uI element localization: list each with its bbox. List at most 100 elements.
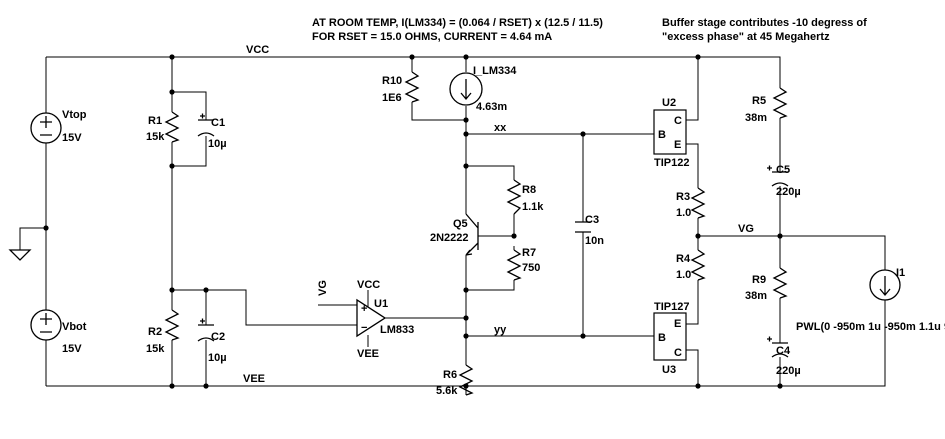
junction — [463, 163, 469, 169]
r6-resistor: R6 5.6k — [436, 364, 474, 397]
u3-pin-c: C — [674, 347, 682, 359]
r10-value: 1E6 — [382, 92, 402, 104]
wires — [19, 56, 886, 395]
u1-value: LM833 — [380, 324, 414, 336]
junction — [409, 54, 415, 60]
u1-name: U1 — [374, 298, 388, 310]
net-label-u1-vcc: VCC — [357, 279, 380, 291]
svg-text:+: + — [361, 303, 367, 315]
junction — [203, 287, 209, 293]
divider-wires — [171, 57, 207, 386]
r2-value: 15k — [146, 343, 165, 355]
r9-value: 38m — [745, 290, 767, 302]
r4-value: 1.0 — [676, 269, 691, 281]
junction — [463, 287, 469, 293]
c2-name: C2 — [211, 331, 225, 343]
junction — [463, 131, 469, 137]
vtop-source: Vtop 15V — [30, 109, 87, 144]
r9-resistor: R9 38m — [745, 267, 788, 302]
r7-value: 750 — [522, 262, 540, 274]
r3-value: 1.0 — [676, 207, 691, 219]
net-labels: VCC VEE xx yy VG VG VCC VEE — [243, 44, 754, 385]
junctions — [43, 54, 783, 389]
r5-value: 38m — [745, 112, 767, 124]
junction — [169, 54, 175, 60]
junction — [695, 233, 701, 239]
i1-name: I1 — [896, 267, 905, 279]
lm334-current-source: I_LM334 4.63m — [449, 65, 517, 113]
junction — [695, 383, 701, 389]
u1-input-wire — [206, 289, 357, 326]
net-label-vee: VEE — [243, 373, 265, 385]
junction — [777, 233, 783, 239]
r2-resistor: R2 15k — [146, 309, 180, 355]
c3-capacitor: C3 10n — [575, 214, 604, 247]
lm334-formula-note: AT ROOM TEMP, I(LM334) = (0.064 / RSET) … — [312, 17, 603, 29]
r2-name: R2 — [148, 326, 162, 338]
r1-name: R1 — [148, 115, 162, 127]
r1-value: 15k — [146, 131, 165, 143]
lm334-value: 4.63m — [476, 101, 507, 113]
net-label-vg: VG — [738, 223, 754, 235]
r7-resistor: R7 750 — [506, 247, 540, 281]
net-label-vcc: VCC — [246, 44, 269, 56]
u3-transistor: B E C TIP127 U3 — [653, 301, 689, 376]
vtop-value: 15V — [62, 132, 82, 144]
c1-capacitor: C1 10µ — [197, 113, 227, 150]
r10-resistor: R10 1E6 — [382, 71, 420, 104]
c2-value: 10µ — [208, 352, 227, 364]
junction — [463, 315, 469, 321]
r5-resistor: R5 38m — [745, 87, 788, 124]
u2-pin-b: B — [658, 129, 666, 141]
q5-wires — [465, 166, 514, 237]
lm334-name: I_LM334 — [473, 65, 517, 77]
junction — [463, 333, 469, 339]
vbot-value: 15V — [62, 343, 82, 355]
u2-pin-c: C — [674, 115, 682, 127]
r8-value: 1.1k — [522, 201, 544, 213]
buffer-phase-note-2: "excess phase" at 45 Megahertz — [662, 31, 830, 43]
r4-name: R4 — [676, 253, 691, 265]
c1-name: C1 — [211, 117, 225, 129]
r7-name: R7 — [522, 247, 536, 259]
u2-collector-wire — [686, 57, 699, 121]
u1-opamp: + − U1 LM833 — [356, 298, 414, 338]
u2-emitter-to-r3 — [686, 143, 699, 188]
vcc-rail — [46, 56, 781, 88]
r6-name: R6 — [443, 369, 457, 381]
ground-symbol — [8, 249, 32, 261]
c1-value: 10µ — [208, 138, 227, 150]
gnd-bus — [19, 57, 47, 386]
junction — [463, 117, 469, 123]
u3-name: U3 — [662, 364, 676, 376]
vbot-source: Vbot 15V — [30, 309, 87, 355]
junction — [169, 89, 175, 95]
u2-pin-e: E — [674, 139, 681, 151]
r4-resistor: R4 1.0 — [676, 249, 706, 281]
r10-name: R10 — [382, 75, 402, 87]
u3-collector-wire — [686, 349, 699, 386]
junction — [169, 287, 175, 293]
u3-pin-b: B — [658, 332, 666, 344]
r6-value: 5.6k — [436, 385, 458, 397]
c4-value: 220µ — [776, 365, 801, 377]
junction — [695, 54, 701, 60]
junction — [511, 233, 517, 239]
vbot-name: Vbot — [62, 321, 87, 333]
junction — [203, 383, 209, 389]
i1-current-source: I1 PWL(0 -950m 1u -950m 1.1u 95 — [796, 267, 945, 333]
c4-capacitor: C4 220µ — [767, 336, 801, 377]
r1-resistor: R1 15k — [146, 111, 180, 143]
c5-name: C5 — [776, 164, 790, 176]
u2-value: TIP122 — [654, 157, 689, 169]
c4-name: C4 — [776, 345, 791, 357]
junction — [169, 383, 175, 389]
u2-transistor: B C E U2 TIP122 — [653, 97, 689, 169]
r10-wires — [411, 57, 466, 121]
c2-capacitor: C2 10µ — [197, 318, 227, 364]
r3-name: R3 — [676, 191, 690, 203]
c5-capacitor: C5 220µ — [767, 164, 801, 198]
net-label-xx: xx — [494, 122, 507, 134]
i1-value: PWL(0 -950m 1u -950m 1.1u 95 — [796, 321, 945, 333]
